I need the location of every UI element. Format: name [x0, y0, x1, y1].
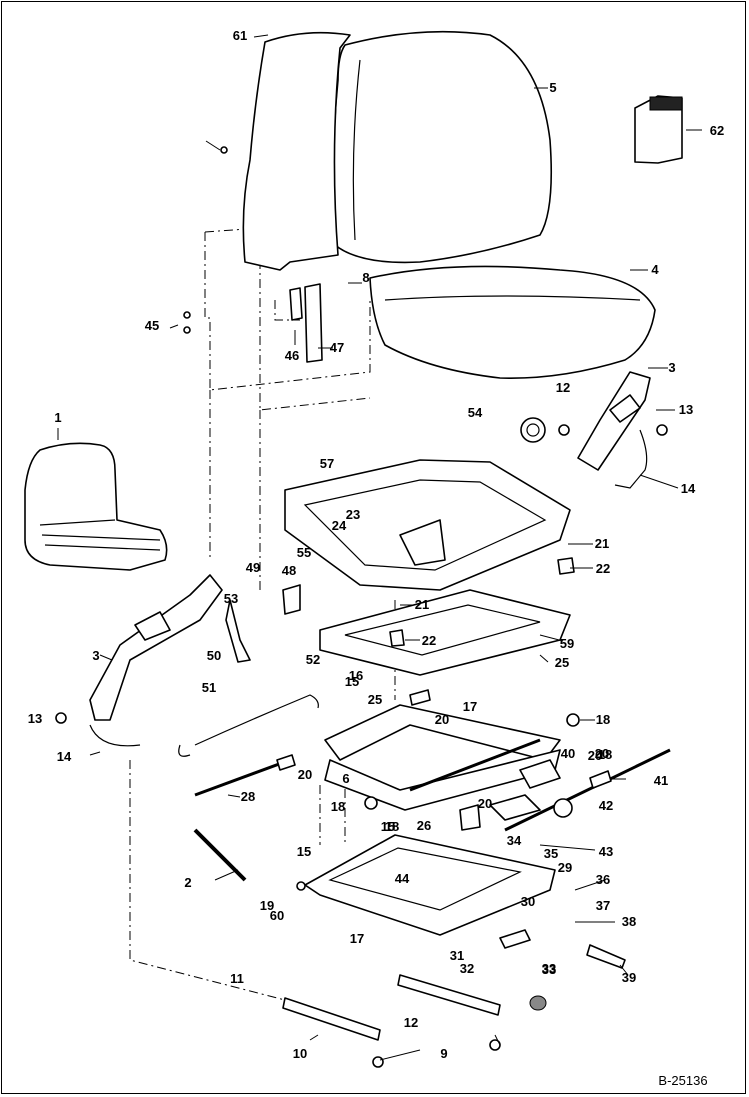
- seat-cushion: [369, 265, 656, 379]
- operator-manual: [634, 95, 683, 164]
- part-number-label: 26: [417, 818, 431, 833]
- part-number-label: 54: [468, 405, 483, 420]
- part-number-label: 37: [596, 898, 610, 913]
- part-number-label: 2: [184, 875, 191, 890]
- part-number-label: 15: [345, 674, 359, 689]
- leader-lines: [57, 34, 702, 1061]
- part-number-label: 62: [710, 123, 724, 138]
- part-number-label: 14: [681, 481, 696, 496]
- seat-back-pan: [242, 31, 351, 271]
- complete-seat-thumbnail: [24, 442, 168, 571]
- upper-frame: [284, 459, 571, 591]
- part-number-label: 23: [346, 507, 360, 522]
- part-number-label: 31: [450, 948, 464, 963]
- part-number-label: 53: [224, 591, 238, 606]
- bolts-nuts-bushings: [55, 146, 668, 969]
- part-number-label: 33: [542, 961, 556, 976]
- part-number-label: 33: [542, 962, 556, 977]
- backrest-cushion: [332, 30, 553, 264]
- part-number-label: 3: [668, 360, 675, 375]
- part-number-label: 47: [330, 340, 344, 355]
- part-number-label: 60: [270, 908, 284, 923]
- part-number-label: 57: [320, 456, 334, 471]
- part-number-label: 1: [54, 410, 61, 425]
- part-number-label: 6: [342, 771, 349, 786]
- part-number-label: 52: [306, 652, 320, 667]
- part-number-label: 55: [297, 545, 311, 560]
- part-number-label: 15: [381, 819, 395, 834]
- part-number-label: 14: [57, 749, 72, 764]
- slide-rails: [282, 974, 547, 1068]
- part-number-label: 25: [555, 655, 569, 670]
- part-number-label: 45: [145, 318, 159, 333]
- part-number-label: 19: [260, 898, 274, 913]
- assembly-dash-lines: [129, 225, 396, 1001]
- part-number-label: 43: [599, 844, 613, 859]
- part-number-label: 22: [422, 633, 436, 648]
- seat-belt-right: [577, 371, 651, 489]
- part-number-label: 40: [561, 746, 575, 761]
- part-number-label: 11: [230, 971, 244, 986]
- part-number-label: 34: [507, 833, 522, 848]
- part-number-label: 17: [463, 699, 477, 714]
- base-plate: [304, 834, 556, 936]
- part-number-label: 20: [478, 796, 492, 811]
- part-number-label: 10: [293, 1046, 307, 1061]
- part-number-label: 9: [440, 1046, 447, 1061]
- part-number-label: 12: [404, 1015, 418, 1030]
- part-number-label: 15: [297, 844, 311, 859]
- part-number-label: 18: [596, 712, 610, 727]
- part-number-label: 50: [207, 648, 221, 663]
- part-number-label: 8: [362, 270, 369, 285]
- part-number-label: 35: [544, 846, 558, 861]
- rods: [178, 694, 671, 882]
- lower-frame: [319, 589, 571, 676]
- part-number-label: 39: [622, 970, 636, 985]
- part-number-label: 41: [654, 773, 668, 788]
- part-number-label: 44: [395, 871, 410, 886]
- part-number-label: 20: [298, 767, 312, 782]
- part-number-label: 59: [560, 636, 574, 651]
- part-number-label: 46: [285, 348, 299, 363]
- part-number-label: 21: [595, 536, 609, 551]
- part-number-label: 21: [415, 597, 429, 612]
- part-number-label: 28: [241, 789, 255, 804]
- drawing-reference-code: B-25136: [658, 1073, 707, 1088]
- part-number-label: 3: [92, 648, 99, 663]
- part-number-label: 49: [246, 560, 260, 575]
- part-number-label: 61: [233, 28, 247, 43]
- part-number-label: 25: [368, 692, 382, 707]
- part-number-label: 20: [588, 748, 602, 763]
- part-number-label: 5: [549, 80, 556, 95]
- part-number-label: 17: [350, 931, 364, 946]
- part-number-label: 24: [332, 518, 347, 533]
- part-number-label: 4: [651, 262, 659, 277]
- part-number-label: 42: [599, 798, 613, 813]
- scissor-linkage: [324, 704, 561, 811]
- part-number-label: 20: [595, 746, 609, 761]
- part-number-label: 32: [460, 961, 474, 976]
- part-number-label: 18: [385, 819, 399, 834]
- part-number-label: 13: [28, 711, 42, 726]
- part-number-label: 13: [679, 402, 693, 417]
- part-number-label: 20: [435, 712, 449, 727]
- part-number-label: 22: [596, 561, 610, 576]
- part-number-label: 18: [331, 799, 345, 814]
- part-number-label: 36: [596, 872, 610, 887]
- part-number-label: 29: [558, 860, 572, 875]
- seat-belt-left: [89, 574, 223, 747]
- part-number-labels: 1233456891011121213131414151515161717181…: [28, 28, 724, 1061]
- part-number-label: 30: [521, 894, 535, 909]
- part-number-label: 38: [622, 914, 636, 929]
- part-number-label: 12: [556, 380, 570, 395]
- part-number-label: 48: [282, 563, 296, 578]
- part-number-label: 51: [202, 680, 216, 695]
- part-number-label: 16: [349, 668, 363, 683]
- part-number-label: 18: [598, 747, 612, 762]
